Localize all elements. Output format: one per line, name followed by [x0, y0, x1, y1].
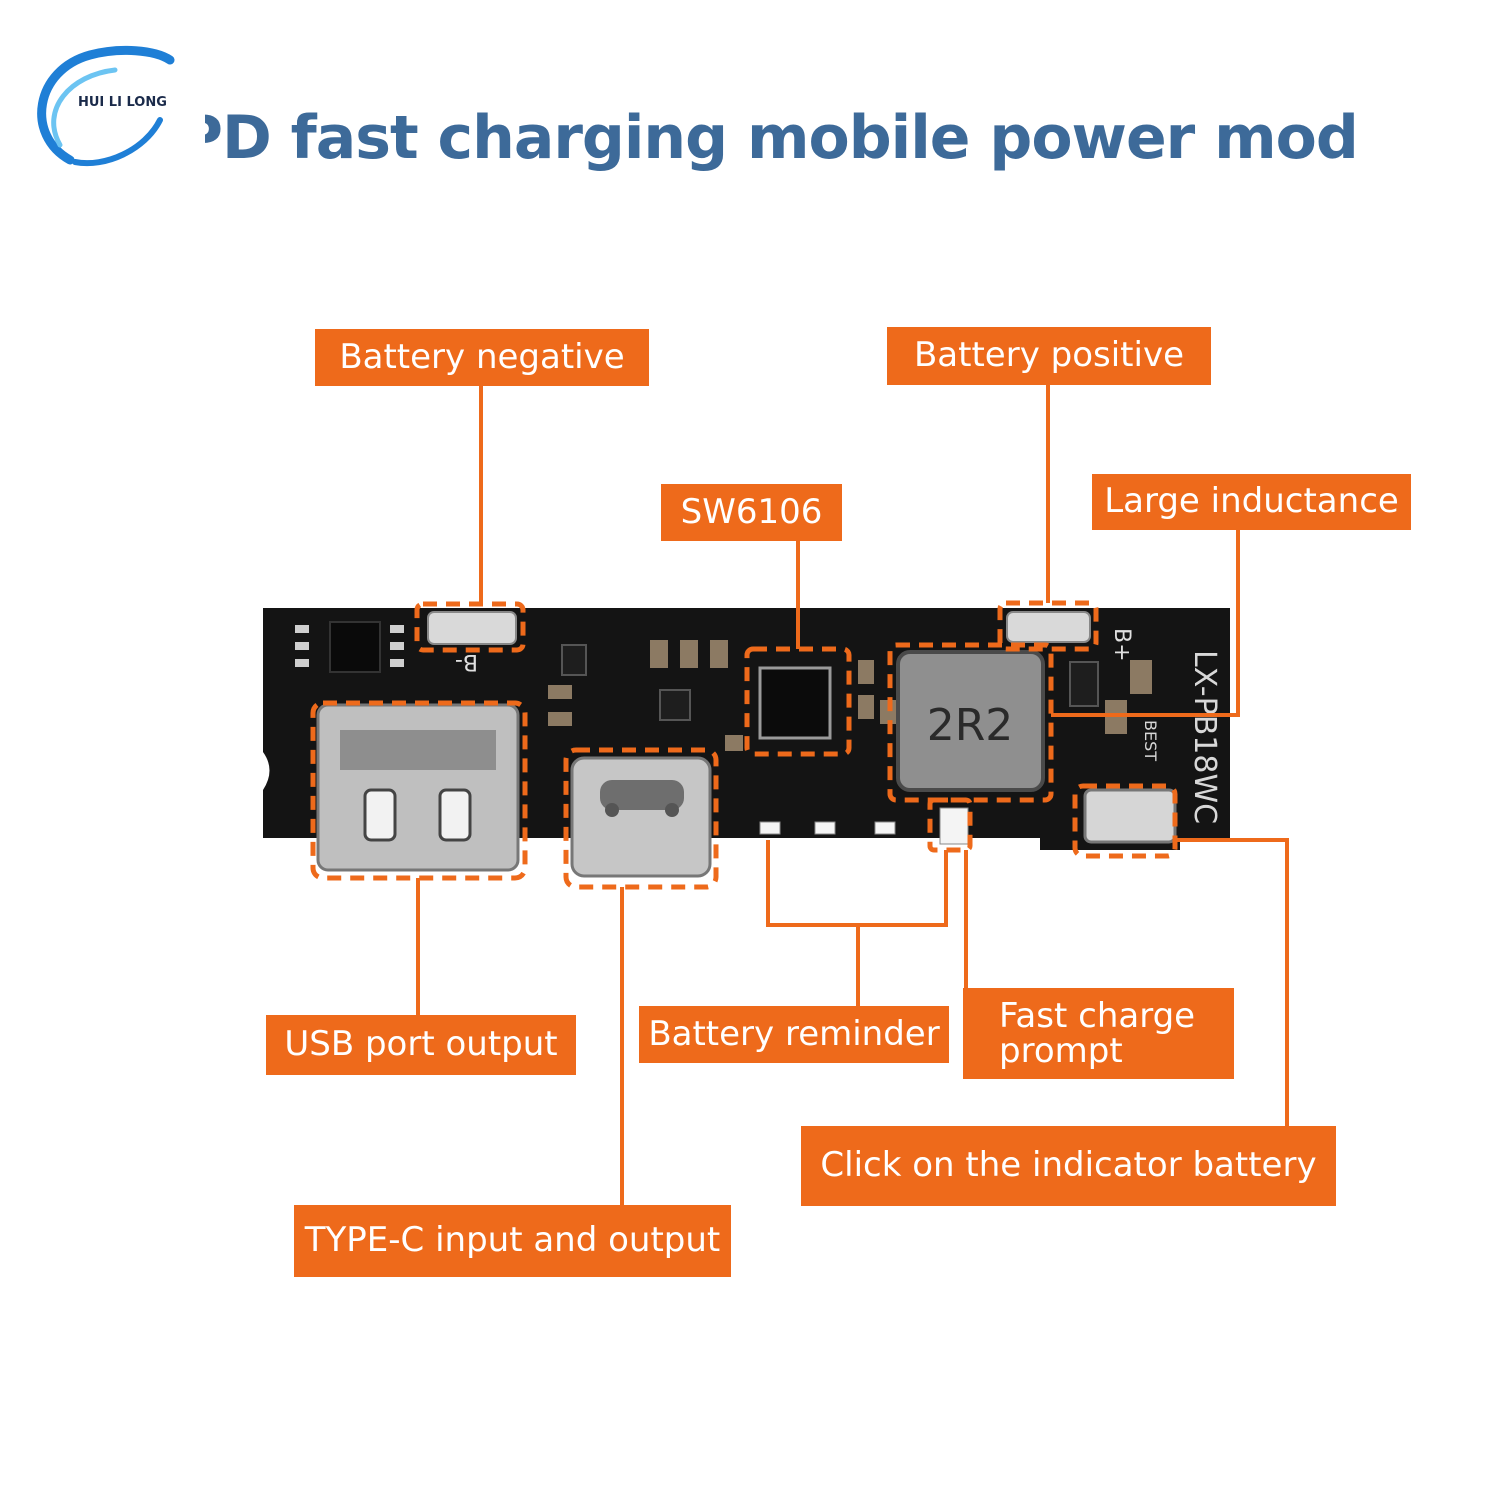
page-title: PD fast charging mobile power module	[205, 103, 1355, 173]
ic-chip-left	[329, 621, 381, 673]
battery-negative-pad	[427, 611, 517, 645]
battery-positive-pad	[1006, 611, 1091, 643]
led-1	[759, 821, 781, 835]
indicator-button	[1083, 788, 1177, 844]
sw6106-chip	[758, 666, 832, 740]
typec-connector	[570, 756, 712, 878]
board-model-label: LX-PB18WC	[1187, 650, 1222, 824]
brand-logo	[30, 40, 180, 170]
silk-b-plus: B+	[1109, 628, 1134, 662]
led-fast-charge	[939, 807, 969, 845]
callout-battery-positive: Battery positive	[887, 327, 1211, 385]
silk-b-minus: B-	[455, 649, 478, 674]
callout-typec-io: TYPE-C input and output	[294, 1205, 731, 1277]
silk-best: BEST	[1141, 720, 1160, 761]
callout-battery-reminder: Battery reminder	[639, 1006, 949, 1063]
usb-port-output-connector	[316, 703, 520, 872]
callout-battery-negative: Battery negative	[315, 329, 649, 386]
large-inductor	[896, 650, 1045, 792]
callout-usb-port-output: USB port output	[266, 1015, 576, 1075]
callout-indicator-battery: Click on the indicator battery	[801, 1126, 1336, 1206]
callout-sw6106: SW6106	[661, 484, 842, 541]
logo-text: HUI LI LONG	[78, 95, 167, 110]
callout-fast-charge-prompt: Fast charge prompt	[963, 988, 1234, 1079]
logo-ring-icon	[37, 45, 175, 167]
callout-large-inductance: Large inductance	[1092, 474, 1411, 530]
inductor-label: 2R2	[927, 700, 1014, 751]
led-2	[814, 821, 836, 835]
led-3	[874, 821, 896, 835]
